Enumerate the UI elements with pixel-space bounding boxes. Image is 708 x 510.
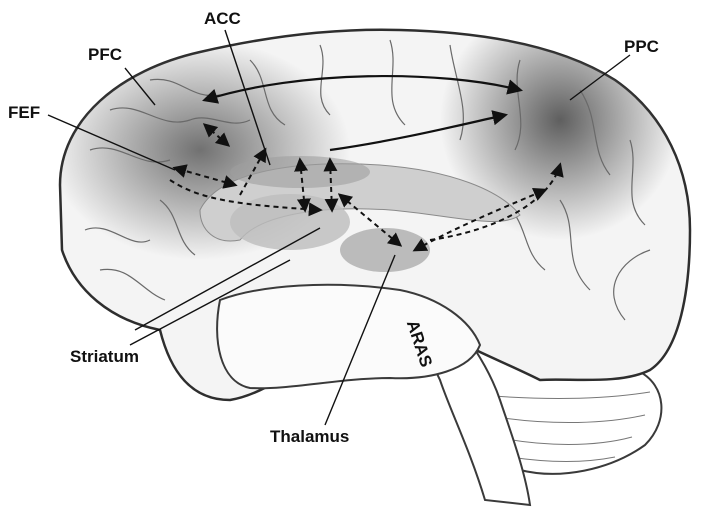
- ppc-label: PPC: [624, 38, 659, 55]
- thalamus-label: Thalamus: [270, 428, 349, 445]
- fef-label: FEF: [8, 104, 40, 121]
- striatum-region: [230, 194, 350, 250]
- striatum-label: Striatum: [70, 348, 139, 365]
- pfc-label: PFC: [88, 46, 122, 63]
- acc-label: ACC: [204, 10, 241, 27]
